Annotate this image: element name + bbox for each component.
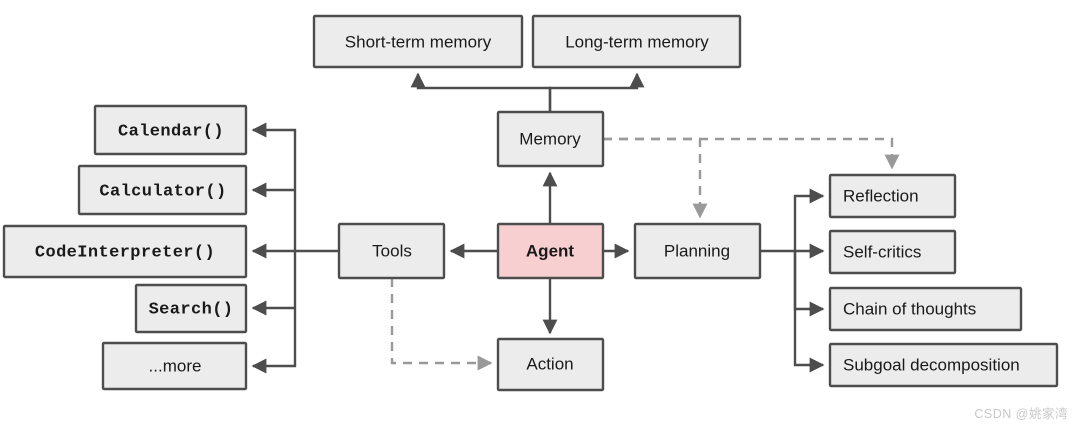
node-label-long-term-memory: Long-term memory: [565, 32, 709, 51]
node-label-agent: Agent: [526, 241, 575, 260]
edge-planning-to-chainofthoughts: [793, 251, 825, 317]
node-self-critics[interactable]: Self-critics: [828, 229, 957, 275]
node-planning[interactable]: Planning: [633, 222, 762, 280]
edge-memory-to-longterm: [548, 72, 645, 112]
node-label-short-term-memory: Short-term memory: [345, 32, 492, 51]
node-subgoal-decomposition[interactable]: Subgoal decomposition: [828, 342, 1059, 388]
node-long-term-memory[interactable]: Long-term memory: [531, 14, 742, 69]
edge-tools-to-calendar: [251, 122, 297, 251]
edge-planning-to-subgoaldecomposition: [793, 251, 825, 373]
node-calculator[interactable]: Calculator(): [77, 164, 248, 216]
node-label-self-critics: Self-critics: [843, 242, 921, 261]
node-chain-of-thoughts[interactable]: Chain of thoughts: [828, 286, 1023, 332]
node-agent[interactable]: Agent: [496, 222, 605, 280]
node-label-tools: Tools: [372, 241, 412, 260]
node-label-calculator: Calculator(): [99, 182, 226, 201]
node-tools[interactable]: Tools: [337, 222, 446, 280]
node-label-chain-of-thoughts: Chain of thoughts: [843, 299, 976, 318]
edge-planning-to-reflection: [793, 188, 825, 251]
edge-tools-to-action-dashed: [390, 278, 493, 371]
node-label-more: ...more: [149, 356, 202, 375]
node-label-code-interpreter: CodeInterpreter(): [35, 243, 215, 262]
node-more[interactable]: ...more: [101, 341, 248, 391]
node-search[interactable]: Search(): [134, 283, 248, 334]
edges-dashed-group: [390, 137, 900, 371]
node-label-memory: Memory: [519, 129, 581, 148]
watermark-text: CSDN @姚家湾: [974, 407, 1068, 421]
node-reflection[interactable]: Reflection: [828, 173, 957, 219]
node-label-search: Search(): [149, 300, 234, 319]
node-memory[interactable]: Memory: [496, 110, 605, 168]
node-calendar[interactable]: Calendar(): [93, 104, 248, 156]
edges-solid-group: [251, 72, 825, 374]
node-short-term-memory[interactable]: Short-term memory: [312, 14, 524, 69]
edge-tools-to-more: [251, 251, 297, 374]
node-label-calendar: Calendar(): [118, 122, 224, 141]
node-label-subgoal-decomposition: Subgoal decomposition: [843, 355, 1020, 374]
edge-memory-to-planning-dashed: [603, 137, 708, 219]
edge-memory-to-reflection-dashed: [603, 137, 900, 170]
edge-memory-to-shortterm: [410, 72, 552, 112]
node-label-reflection: Reflection: [843, 186, 919, 205]
node-label-planning: Planning: [664, 241, 730, 260]
node-code-interpreter[interactable]: CodeInterpreter(): [2, 224, 248, 279]
node-label-action: Action: [526, 354, 573, 373]
node-action[interactable]: Action: [496, 337, 605, 392]
